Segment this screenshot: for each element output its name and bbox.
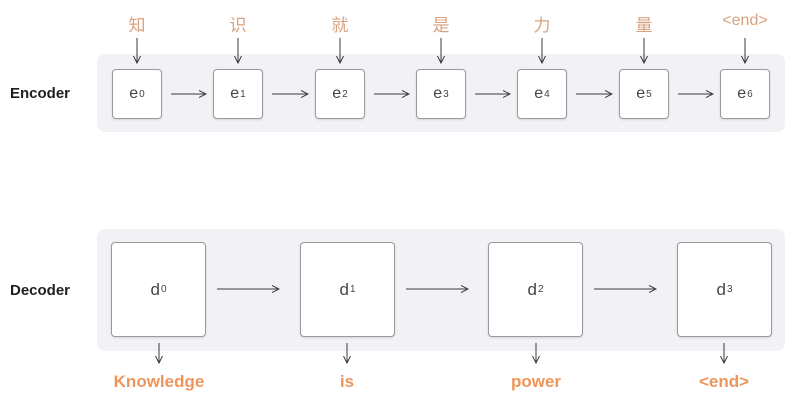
node-symbol: e — [332, 85, 342, 102]
node-index: 1 — [240, 88, 246, 100]
node-index: 0 — [139, 88, 145, 100]
node-index: 1 — [349, 284, 356, 295]
encoder-input-token: 识 — [229, 16, 247, 36]
decoder-output-token: power — [510, 372, 562, 391]
node-index: 3 — [443, 88, 449, 100]
node-symbol: e — [737, 85, 747, 102]
node-symbol: e — [129, 85, 139, 102]
node-index: 2 — [537, 284, 544, 295]
node-symbol: e — [230, 85, 240, 102]
decoder-panel — [97, 229, 785, 351]
decoder-output-token: is — [339, 372, 355, 391]
encoder-input-token: 力 — [533, 16, 551, 36]
encoder-input-token: 量 — [635, 16, 653, 36]
node-symbol: e — [534, 85, 544, 102]
node-index: 5 — [646, 88, 652, 100]
decoder-output-token: <end> — [698, 372, 750, 391]
node-symbol: e — [636, 85, 646, 102]
encoder-input-token: 是 — [432, 16, 450, 36]
node-index: 0 — [160, 284, 167, 295]
node-symbol: d — [339, 279, 349, 299]
node-index: 3 — [726, 284, 733, 295]
encoder-input-token: <end> — [722, 12, 768, 29]
encoder-label: Encoder — [10, 85, 71, 102]
node-index: 4 — [544, 88, 550, 100]
node-index: 2 — [342, 88, 348, 100]
node-symbol: d — [150, 279, 160, 299]
decoder-label: Decoder — [10, 282, 71, 299]
node-symbol: d — [527, 279, 537, 299]
encoder-input-token: 知 — [128, 16, 146, 36]
decoder-output-token: Knowledge — [113, 372, 205, 391]
node-symbol: e — [433, 85, 443, 102]
node-index: 6 — [747, 88, 753, 100]
node-symbol: d — [716, 279, 726, 299]
encoder-input-token: 就 — [331, 16, 349, 36]
